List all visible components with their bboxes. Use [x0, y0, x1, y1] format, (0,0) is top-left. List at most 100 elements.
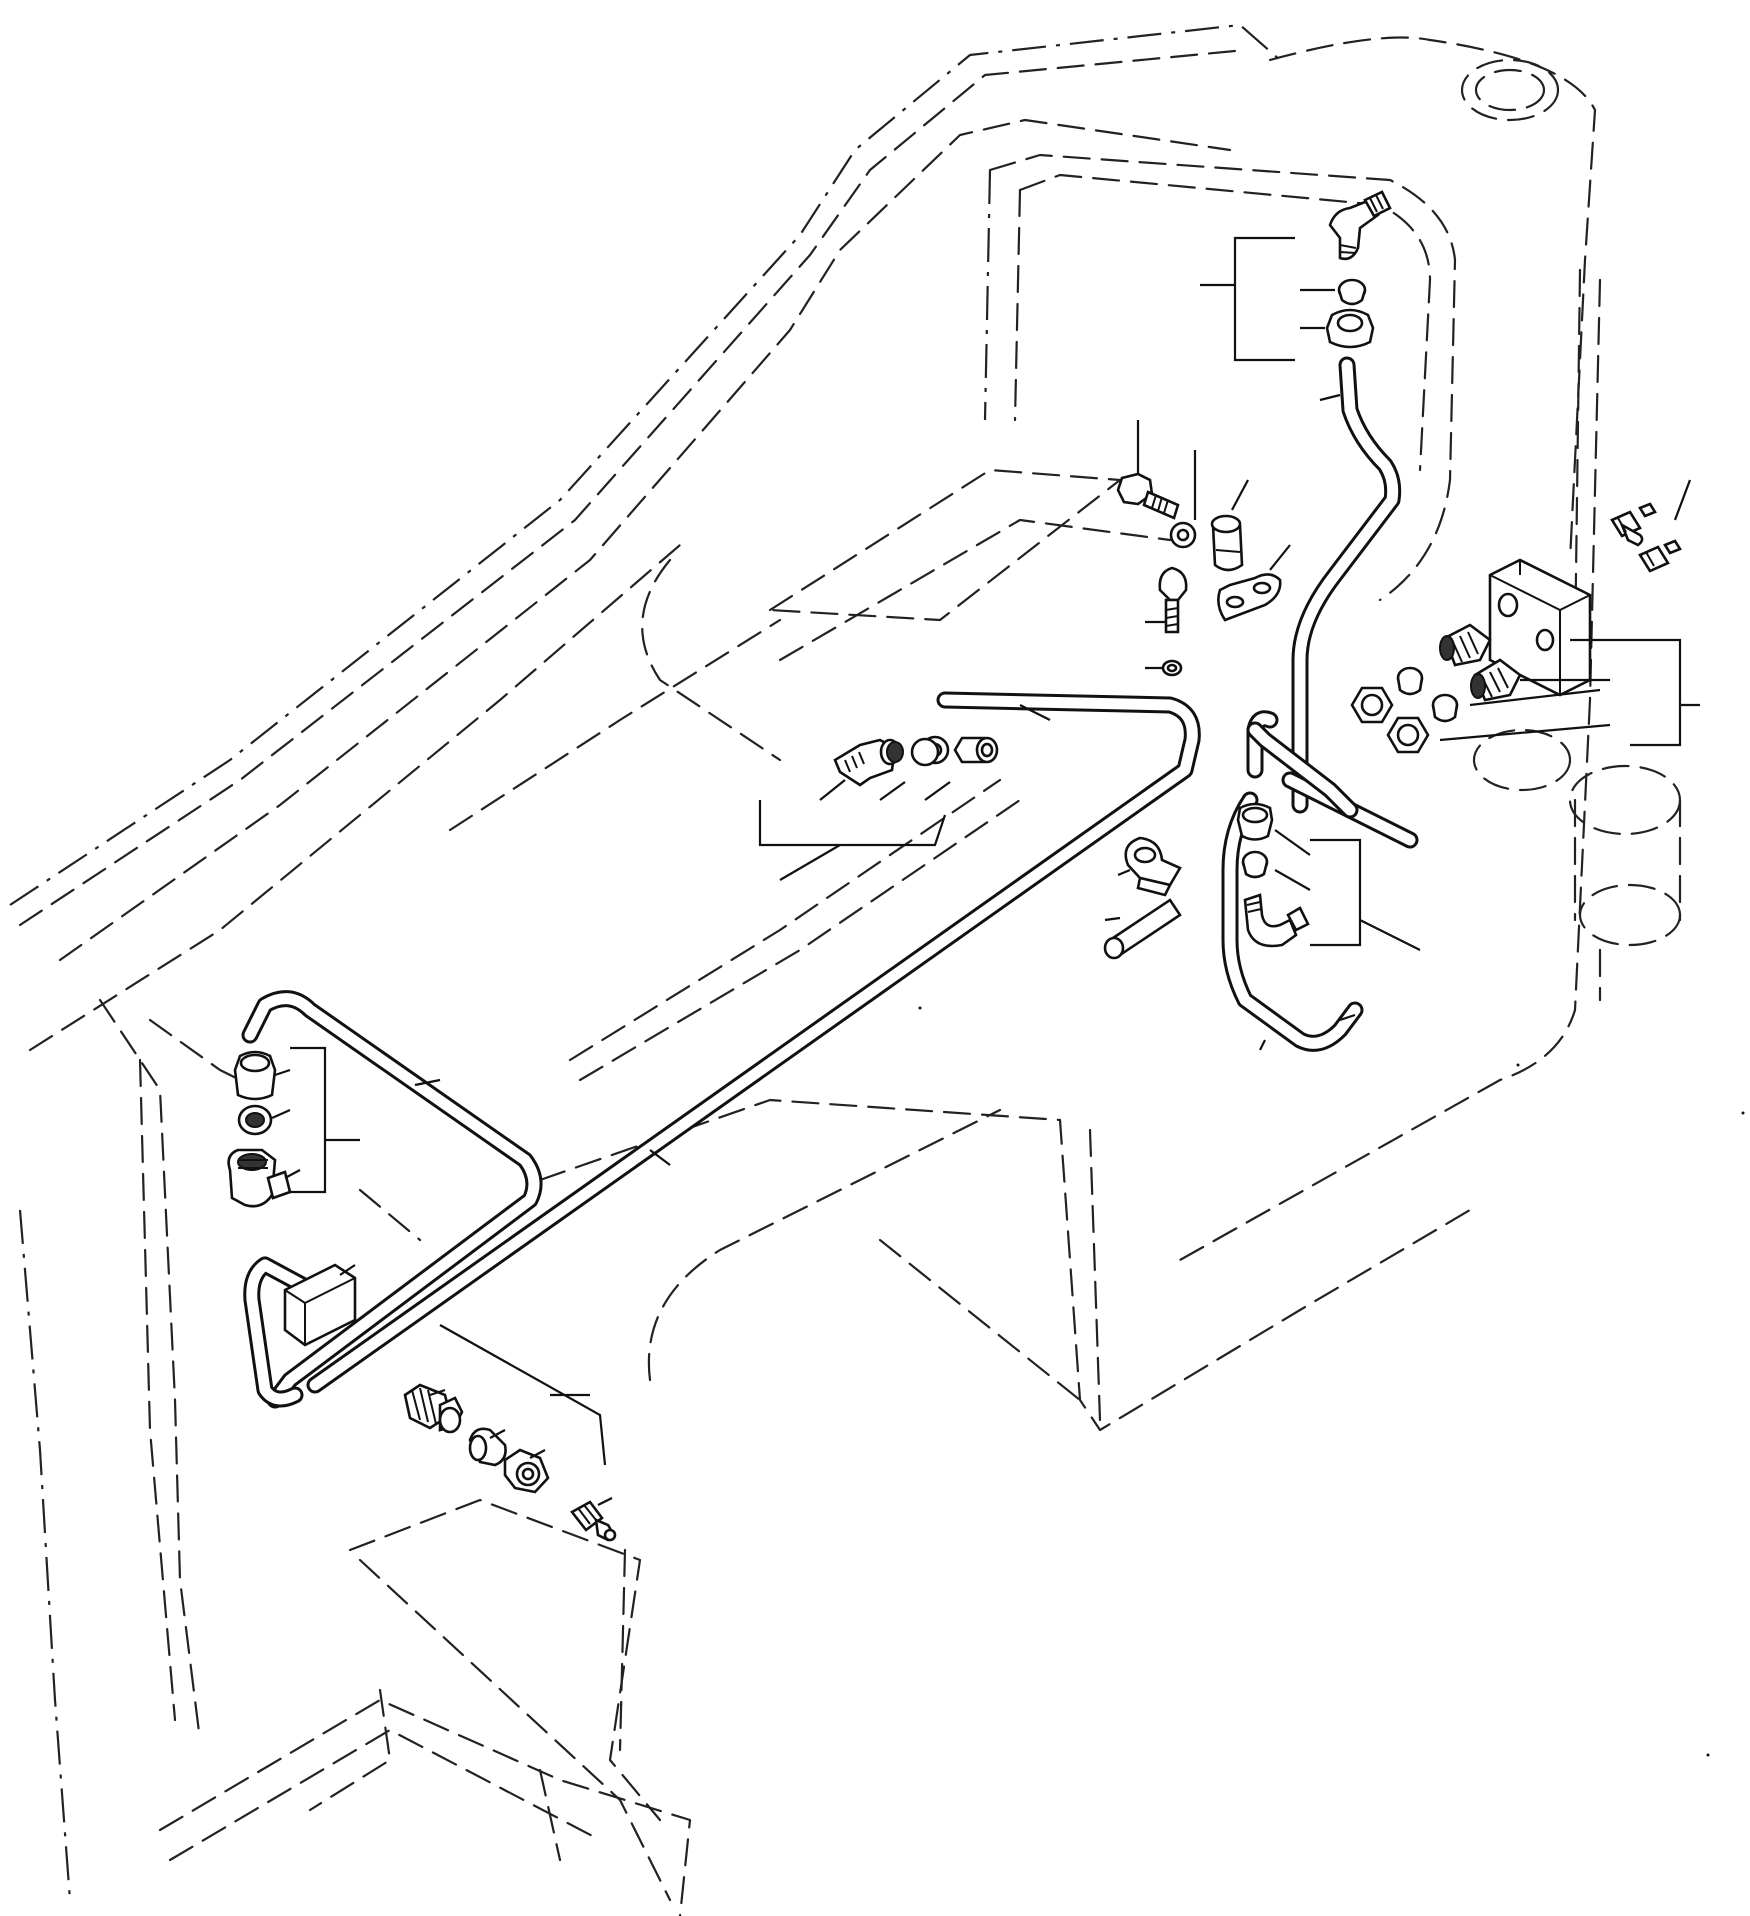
leader-sleeve-middle [879, 781, 906, 801]
leader-pipe-bracket-loop [339, 1264, 356, 1276]
frame-bottom-deck-2 [358, 1558, 672, 1902]
spacer-upper [1210, 514, 1244, 572]
leader-sleeve-right [1469, 688, 1601, 707]
leader-clamp-upper [1269, 544, 1291, 571]
leader-elbow-middle [819, 779, 846, 801]
grease-nipple-bottom [570, 1500, 617, 1542]
nut-bottom [503, 1448, 550, 1494]
elbow-fitting-left [227, 1148, 292, 1208]
frame-lower-body-2 [138, 1058, 177, 1722]
frame-guide-2 [568, 778, 1002, 1062]
bracket-block-left [283, 1263, 357, 1347]
nut-top-right [1325, 308, 1375, 349]
leader-pipe-left-loop [414, 1078, 441, 1087]
washer-upper [1169, 521, 1197, 549]
leader-grease-nipple-bottom [597, 1497, 613, 1506]
frame-lower-housing-3 [1088, 1128, 1102, 1422]
connector-right [1439, 623, 1522, 702]
frame-mid-deck [768, 468, 1122, 622]
nut-right [1350, 686, 1430, 754]
bolt-middle [1158, 566, 1188, 634]
frame-edge-upper-1 [18, 48, 1247, 927]
frame-guide-1 [448, 618, 782, 832]
leader-grease-nipple-right [1673, 479, 1692, 521]
leader-pipe-upper-right [1319, 393, 1341, 402]
sleeve-top-right [1337, 278, 1367, 306]
leader-elbow-left [284, 1169, 301, 1179]
elbow-fitting-middle [833, 738, 904, 787]
bracket-middle [758, 800, 947, 881]
sleeve-bottom [468, 1427, 507, 1467]
lube-pipe-upper-right [1291, 356, 1402, 814]
pivot-hole-top [1460, 58, 1560, 122]
leader-nut-left [274, 1068, 291, 1077]
lube-pipe-right-diagonal [1246, 721, 1419, 849]
frame-vertical-bottom [618, 1548, 627, 1752]
leader-nut-bottom [529, 1449, 546, 1459]
leader-connector-bottom [429, 1388, 446, 1397]
connector-bottom [403, 1383, 464, 1434]
frame-guide-3 [578, 798, 1022, 1082]
frame-edge-outer [9, 23, 1281, 906]
frame-vertical-left-2 [1013, 188, 1022, 422]
frame-lower-housing-2 [878, 1238, 1082, 1402]
washer-middle [1161, 659, 1183, 677]
nut-left [233, 1050, 277, 1101]
lube-pipe-bracket-loop [243, 1256, 339, 1408]
leader-nut-middle [924, 781, 951, 801]
boss-right-side [1573, 798, 1682, 1002]
fittings-middle [649, 704, 1051, 1166]
lube-pipe-long [306, 691, 1201, 1394]
nut-lower-right [1236, 802, 1274, 841]
bracket-right [1570, 638, 1700, 747]
leader-clamp-lower [1117, 868, 1131, 877]
sleeve-right [1396, 666, 1459, 723]
sleeve-lower-right [1241, 850, 1269, 879]
bracket-bottom [439, 1324, 607, 1466]
fittings-lower-right [1103, 802, 1421, 1051]
bracket-top-right [1200, 236, 1295, 362]
leader-pipe-long [1019, 704, 1051, 721]
nut-middle [953, 736, 999, 764]
clamp-lower [1124, 836, 1182, 897]
fittings-upper-clamp [1116, 420, 1291, 677]
machine-frame-outline [9, 23, 1682, 1916]
boss-right-lower [1568, 764, 1682, 836]
leader-sleeve-lower-right [1274, 869, 1311, 891]
fittings-bottom [339, 1264, 617, 1542]
frame-right-plate [1178, 278, 1602, 1262]
sleeve-left [237, 1104, 273, 1136]
frame-inner-plate [988, 153, 1457, 602]
frame-edge-upper-3 [28, 543, 682, 1052]
leader-hose-short [1104, 916, 1121, 922]
fittings-top-right [1200, 190, 1392, 402]
drawing-specks [918, 1006, 1745, 1757]
frame-mid-deck-2 [778, 518, 1172, 662]
frame-vertical-left [983, 169, 992, 421]
frame-bottom-box [158, 1698, 692, 1916]
grease-nipple-right [1610, 502, 1682, 573]
frame-mid-curve [641, 558, 782, 762]
frame-edge-upper-2 [58, 118, 1232, 962]
pivot-hole-top-inner [1474, 68, 1546, 112]
fittings-right-block [1350, 479, 1700, 754]
elbow-fitting-top-right [1328, 190, 1392, 261]
frame-guide-5 [358, 1188, 422, 1242]
leader-pipe-right-diagonal [1339, 1013, 1356, 1022]
frame-bottom-deck [348, 1498, 662, 1822]
frame-pivot-lug [1268, 36, 1597, 562]
sleeve-middle [910, 735, 950, 767]
frame-lower-housing-4 [647, 1108, 1002, 1382]
clamp-upper [1217, 573, 1282, 622]
leader-nut-lower-right [1274, 829, 1311, 856]
frame-lower-body [98, 998, 202, 1742]
leader-sleeve-bottom [489, 1429, 506, 1439]
fittings-left [227, 1046, 441, 1347]
boss-right-bottom [1578, 883, 1682, 947]
frame-lower-housing [538, 1098, 1472, 1432]
lube-pipes [241, 356, 1419, 1409]
frame-lower-body-dd [18, 1209, 72, 1901]
leader-pipe-long-2 [649, 1149, 671, 1166]
bracket-lower-right [1310, 838, 1421, 951]
